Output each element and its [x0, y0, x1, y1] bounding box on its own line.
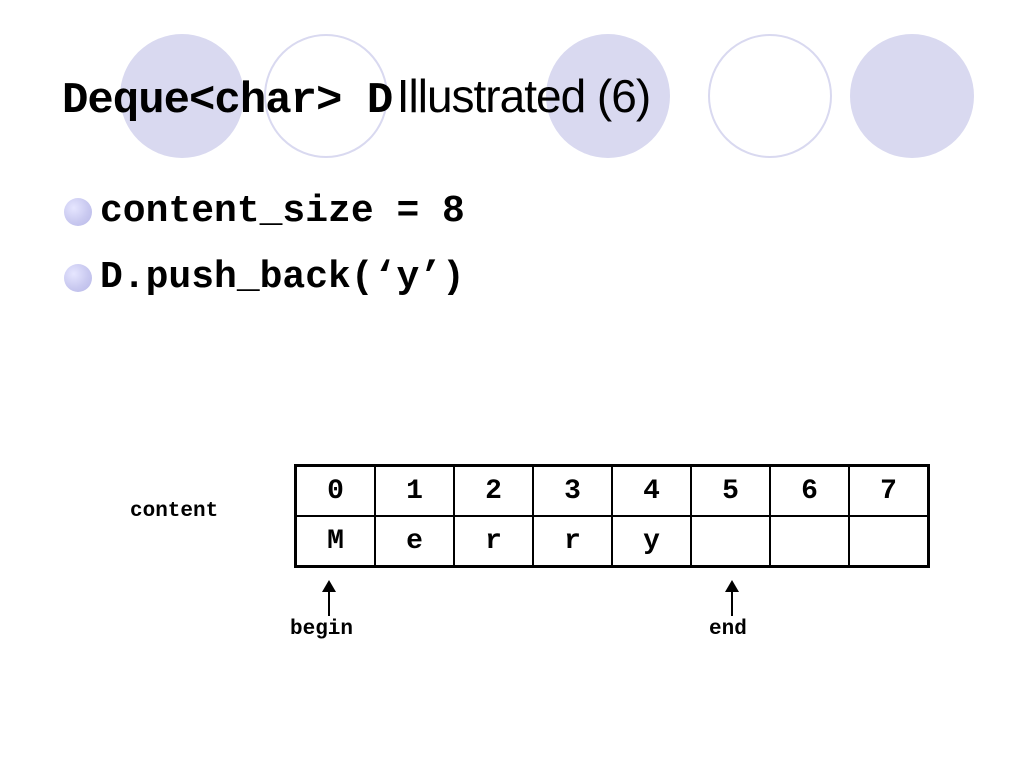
value-cell: y: [611, 515, 692, 568]
value-cell: [690, 515, 771, 568]
decor-circle-1: [120, 34, 244, 158]
index-cell: 5: [690, 464, 771, 517]
value-cell: e: [374, 515, 455, 568]
bullet-text: D.push_back(‘y’): [100, 256, 465, 299]
slide-title-code: Deque<char> D: [62, 76, 393, 126]
index-cell: 0: [294, 464, 376, 517]
array-table: 0 1 2 3 4 5 6 7 M e r r y: [294, 464, 930, 568]
array-label: content: [130, 500, 219, 523]
decor-circle-3: [546, 34, 670, 158]
slide-title-text: Illustrated (6): [396, 70, 651, 122]
decor-circle-4: [708, 34, 832, 158]
index-cell: 6: [769, 464, 850, 517]
value-cell: [769, 515, 850, 568]
end-arrow-icon: [725, 580, 739, 616]
decor-circle-2: [264, 34, 388, 158]
value-cell: M: [294, 515, 376, 568]
bullet-dot-icon: [64, 198, 92, 226]
index-row: 0 1 2 3 4 5 6 7: [294, 464, 930, 517]
decor-circle-5: [850, 34, 974, 158]
begin-arrow-icon: [322, 580, 336, 616]
begin-pointer-label: begin: [290, 618, 354, 641]
bullet-dot-icon: [64, 264, 92, 292]
slide-title: Deque<char> D Illustrated (6): [62, 66, 651, 138]
value-cell: r: [532, 515, 613, 568]
index-cell: 4: [611, 464, 692, 517]
index-cell: 3: [532, 464, 613, 517]
value-cell: [848, 515, 930, 568]
index-cell: 1: [374, 464, 455, 517]
index-cell: 7: [848, 464, 930, 517]
index-cell: 2: [453, 464, 534, 517]
value-cell: r: [453, 515, 534, 568]
end-pointer-label: end: [709, 618, 747, 641]
value-row: M e r r y: [294, 515, 930, 568]
bullet-text: content_size = 8: [100, 190, 465, 233]
